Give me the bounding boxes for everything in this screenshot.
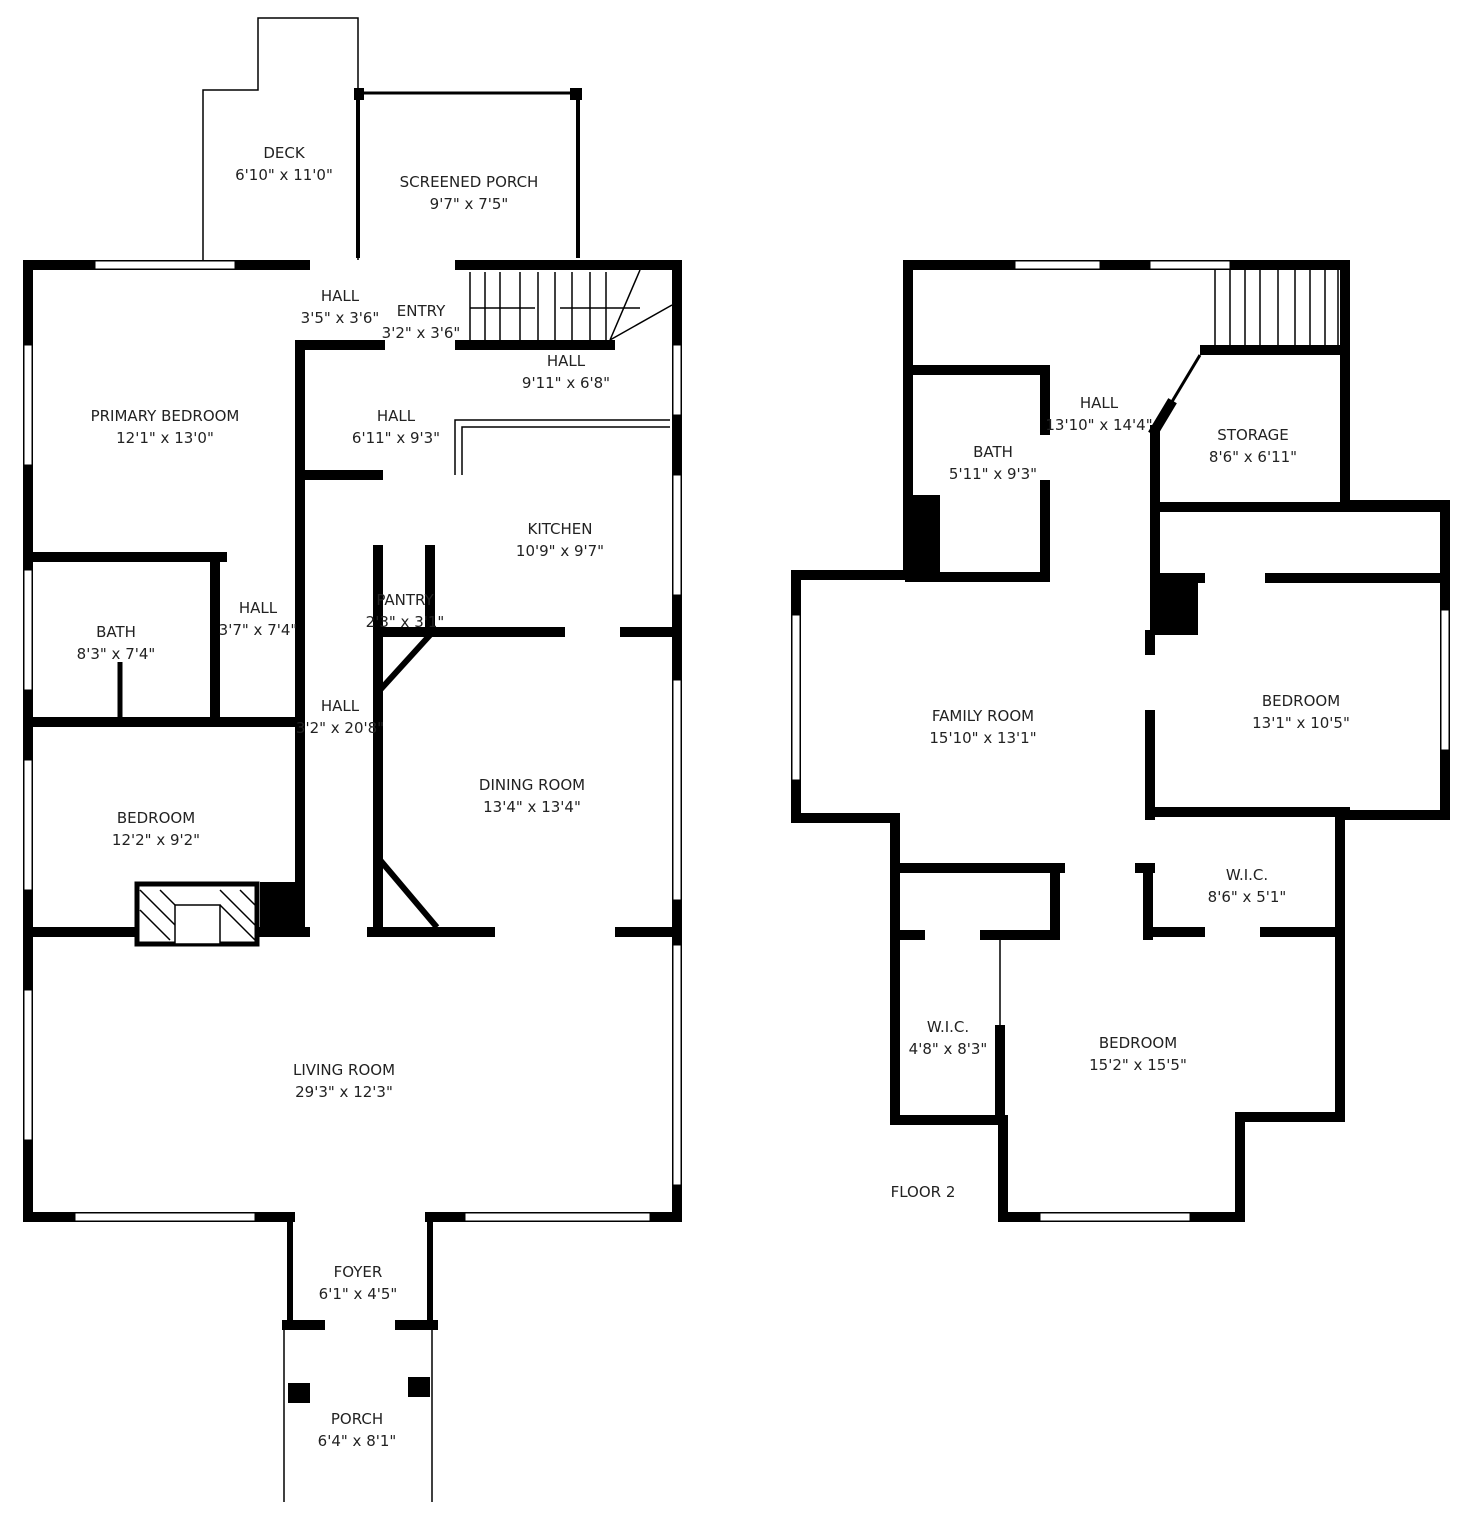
room-dimensions: 12'2" x 9'2" (112, 831, 200, 849)
room-dimensions: 6'4" x 8'1" (318, 1432, 397, 1450)
floor1-room-porch: PORCH 6'4" x 8'1" (318, 1410, 397, 1450)
room-dimensions: 3'7" x 7'4" (219, 621, 298, 639)
fireplace-icon (134, 881, 302, 947)
room-dimensions: 29'3" x 12'3" (295, 1083, 393, 1101)
floor2-room-w-i-c: W.I.C. 8'6" x 5'1" (1208, 866, 1287, 906)
floor1-room-kitchen: KITCHEN 10'9" x 9'7" (516, 520, 604, 560)
room-dimensions: 3'2" x 3'6" (382, 324, 461, 342)
room-dimensions: 8'6" x 6'11" (1209, 448, 1297, 466)
room-dimensions: 9'7" x 7'5" (430, 195, 509, 213)
room-name: STORAGE (1217, 426, 1288, 444)
room-name: FAMILY ROOM (932, 707, 1034, 725)
floor2-room-bedroom: BEDROOM 15'2" x 15'5" (1089, 1034, 1187, 1074)
room-name: LIVING ROOM (293, 1061, 395, 1079)
room-name: BATH (973, 443, 1013, 461)
floor-2-label: FLOOR 2 (891, 1183, 956, 1201)
room-dimensions: 4'8" x 8'3" (909, 1040, 988, 1058)
room-name: ENTRY (397, 302, 446, 320)
room-name: KITCHEN (528, 520, 593, 538)
room-dimensions: 6'1" x 4'5" (319, 1285, 398, 1303)
room-name: HALL (1080, 394, 1119, 412)
floor1-room-dining-room: DINING ROOM 13'4" x 13'4" (479, 776, 585, 816)
room-name: DECK (263, 144, 306, 162)
floor-1-plan (23, 17, 682, 1502)
room-name: BEDROOM (1099, 1034, 1177, 1052)
floor1-room-hall: HALL 3'7" x 7'4" (219, 599, 298, 639)
floor2-room-w-i-c: W.I.C. 4'8" x 8'3" (909, 1018, 988, 1058)
room-dimensions: 15'10" x 13'1" (929, 729, 1036, 747)
room-dimensions: 8'6" x 5'1" (1208, 888, 1287, 906)
stairs-icon (1214, 270, 1339, 345)
room-name: DINING ROOM (479, 776, 585, 794)
room-name: HALL (321, 697, 360, 715)
room-dimensions: 15'2" x 15'5" (1089, 1056, 1187, 1074)
room-name: PORCH (331, 1410, 383, 1428)
floor2-room-storage: STORAGE 8'6" x 6'11" (1209, 426, 1297, 466)
room-dimensions: 8'3" x 7'4" (77, 645, 156, 663)
room-dimensions: 6'10" x 11'0" (235, 166, 333, 184)
room-name: HALL (321, 287, 360, 305)
floor1-room-primary-bedroom: PRIMARY BEDROOM 12'1" x 13'0" (91, 407, 240, 447)
floor1-room-entry: ENTRY 3'2" x 3'6" (382, 302, 461, 342)
room-dimensions: 10'9" x 9'7" (516, 542, 604, 560)
room-name: W.I.C. (927, 1018, 969, 1036)
room-name: BATH (96, 623, 136, 641)
room-dimensions: 5'11" x 9'3" (949, 465, 1037, 483)
floor1-room-screened-porch: SCREENED PORCH 9'7" x 7'5" (400, 173, 539, 213)
floor1-room-bath: BATH 8'3" x 7'4" (77, 623, 156, 663)
floor1-room-hall: HALL 9'11" x 6'8" (522, 352, 610, 392)
room-dimensions: 13'10" x 14'4" (1045, 416, 1152, 434)
room-name: BEDROOM (1262, 692, 1340, 710)
room-dimensions: 13'1" x 10'5" (1252, 714, 1350, 732)
room-name: PANTRY (376, 591, 434, 609)
room-name: SCREENED PORCH (400, 173, 539, 191)
floor2-room-family-room: FAMILY ROOM 15'10" x 13'1" (929, 707, 1036, 747)
floor2-room-bedroom: BEDROOM 13'1" x 10'5" (1252, 692, 1350, 732)
floor2-room-bath: BATH 5'11" x 9'3" (949, 443, 1037, 483)
floor2-room-hall: HALL 13'10" x 14'4" (1045, 394, 1152, 434)
room-dimensions: 9'11" x 6'8" (522, 374, 610, 392)
room-name: HALL (239, 599, 278, 617)
room-dimensions: 2'3" x 3'1" (366, 613, 445, 631)
floor1-room-hall: HALL 6'11" x 9'3" (352, 407, 440, 447)
room-name: HALL (547, 352, 586, 370)
floor1-room-foyer: FOYER 6'1" x 4'5" (319, 1263, 398, 1303)
floor1-room-hall: HALL 3'5" x 3'6" (301, 287, 380, 327)
floor1-room-deck: DECK 6'10" x 11'0" (235, 144, 333, 184)
stairs-icon (469, 269, 673, 341)
floor1-room-pantry: PANTRY 2'3" x 3'1" (366, 591, 445, 631)
room-dimensions: 3'5" x 3'6" (301, 309, 380, 327)
room-dimensions: 13'4" x 13'4" (483, 798, 581, 816)
floor-2-plan: FLOOR 2 (791, 260, 1450, 1222)
room-dimensions: 3'2" x 20'8" (296, 719, 384, 737)
room-name: BEDROOM (117, 809, 195, 827)
room-name: W.I.C. (1226, 866, 1268, 884)
room-name: HALL (377, 407, 416, 425)
room-name: PRIMARY BEDROOM (91, 407, 240, 425)
room-dimensions: 6'11" x 9'3" (352, 429, 440, 447)
room-dimensions: 12'1" x 13'0" (116, 429, 214, 447)
floor1-room-living-room: LIVING ROOM 29'3" x 12'3" (293, 1061, 395, 1101)
room-name: FOYER (334, 1263, 383, 1281)
floor1-room-hall: HALL 3'2" x 20'8" (296, 697, 384, 737)
floor1-room-bedroom: BEDROOM 12'2" x 9'2" (112, 809, 200, 849)
